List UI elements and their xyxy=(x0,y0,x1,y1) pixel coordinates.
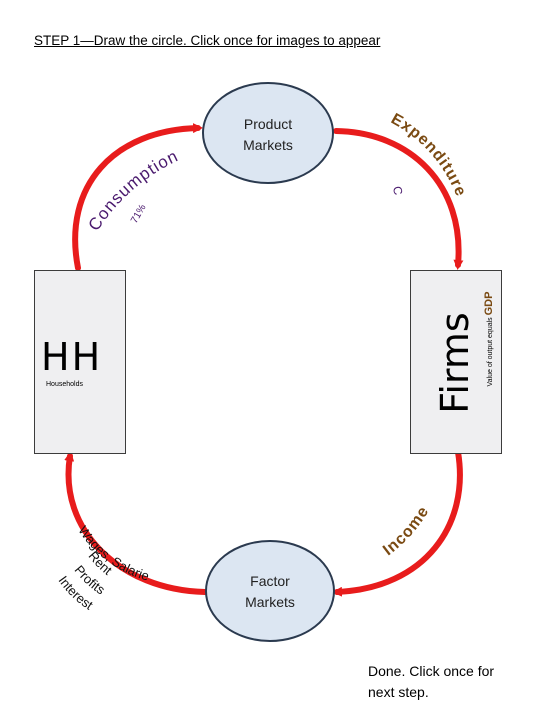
consumption-share-label: 71% xyxy=(129,203,149,226)
product-markets-line1: Product xyxy=(243,116,293,132)
households-title: HH xyxy=(41,335,103,379)
arrow-households-to-product-markets xyxy=(72,123,203,271)
households-box: HH Households xyxy=(34,270,126,454)
arrow-factor-markets-to-households xyxy=(64,451,208,595)
arrow-firms-to-factor-markets xyxy=(332,449,463,597)
next-step-line1: Done. Click once for xyxy=(368,663,495,679)
firms-title: Firms xyxy=(433,312,477,414)
svg-text:Income: Income xyxy=(380,503,432,559)
next-step-note[interactable]: Done. Click once for next step. xyxy=(368,661,528,703)
next-step-line2: next step. xyxy=(368,684,429,700)
firms-box: Firms Value of output equals GDP xyxy=(410,270,502,454)
arrow-product-markets-to-firms xyxy=(333,128,464,270)
product-markets-line2: Markets xyxy=(243,137,293,153)
households-subtitle: Households xyxy=(46,381,83,388)
firms-subtitle: Value of output equals GDP xyxy=(483,247,497,431)
factor-markets-line1: Factor xyxy=(250,573,290,589)
factor-markets-line2: Markets xyxy=(245,594,295,610)
product-markets-node xyxy=(202,82,334,184)
step-title: STEP 1—Draw the circle. Click once for i… xyxy=(34,33,381,48)
firms-subtitle-text: Value of output equals xyxy=(487,317,494,387)
factor-markets-label: Factor Markets xyxy=(220,571,320,613)
c-symbol: C xyxy=(390,185,405,196)
factor-markets-node xyxy=(205,540,335,642)
income-label: Income xyxy=(380,503,431,559)
firms-gdp-label: GDP xyxy=(483,291,495,316)
product-markets-label: Product Markets xyxy=(218,114,318,156)
